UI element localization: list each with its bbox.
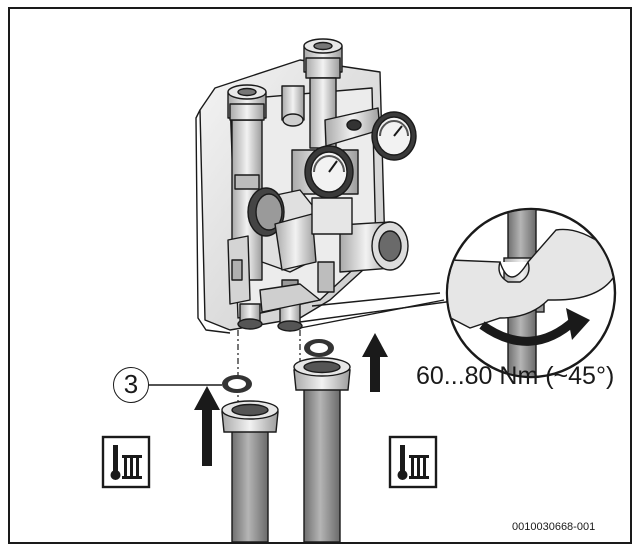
thermometer-center	[291, 145, 359, 199]
arrow-up-left-icon	[194, 386, 220, 466]
pipe-right	[293, 357, 351, 543]
pump-group	[195, 38, 417, 334]
heating-flow-temperature-icon	[388, 435, 438, 489]
pipe-left	[221, 400, 279, 543]
diagram-frame	[8, 7, 632, 544]
heating-flow-temperature-icon	[101, 435, 151, 489]
wrench-detail-view	[445, 207, 617, 379]
sealing-ring-right	[304, 339, 334, 357]
alignment-lines	[237, 330, 301, 410]
circulation-pump	[247, 187, 317, 273]
arrow-up-right-icon	[362, 333, 388, 392]
part-number: 0010030668-001	[512, 521, 596, 533]
sealing-ring-left	[222, 375, 252, 393]
zoom-connector	[299, 292, 469, 329]
torque-label: 60...80 Nm (~45°)	[416, 362, 615, 390]
thermometer-right	[371, 111, 417, 161]
callout-number-3: 3	[113, 367, 149, 403]
